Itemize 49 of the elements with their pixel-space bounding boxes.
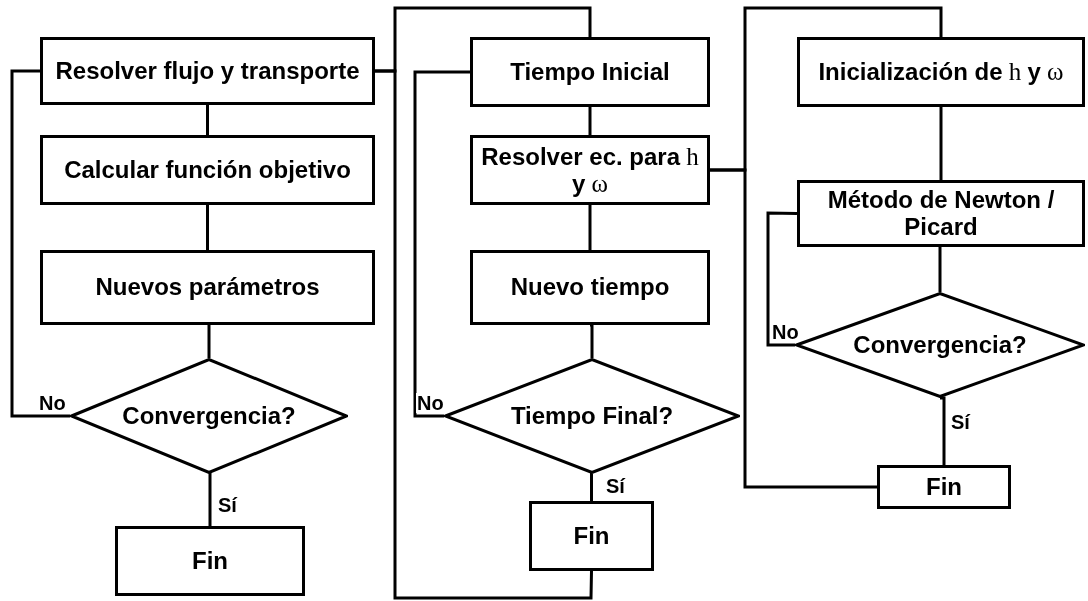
edge-label: Sí — [217, 495, 238, 515]
step-label: Calcular función objetivo — [64, 156, 351, 184]
decision-label: Convergencia? — [853, 331, 1027, 359]
edge-label: No — [771, 322, 800, 342]
end-box — [877, 465, 1011, 509]
connector-line — [590, 472, 594, 501]
connector-line — [206, 323, 211, 358]
step-label: Fin — [926, 473, 962, 501]
connector-line — [940, 396, 946, 465]
step-label: Fin — [192, 547, 228, 575]
decision-diamond — [444, 358, 740, 474]
step-label: Tiempo Inicial — [510, 58, 670, 86]
decision-label: Tiempo Final? — [510, 402, 674, 430]
process-box — [470, 37, 710, 107]
step-label: Resolver ec. para h y ω — [480, 142, 700, 198]
connector-line — [207, 472, 212, 526]
edge-label: No — [416, 393, 445, 413]
connector-line — [589, 323, 594, 358]
connector-line — [588, 105, 592, 135]
step-label: Nuevos parámetros — [95, 274, 320, 301]
edge-label: Sí — [605, 476, 626, 496]
connector-line — [206, 103, 209, 135]
end-box — [529, 501, 654, 571]
connector-line — [766, 211, 798, 347]
step-label: Fin — [573, 522, 610, 550]
process-box — [40, 135, 375, 205]
process-box — [470, 135, 710, 205]
step-label: Inicialización de h y ω — [818, 58, 1064, 86]
process-box — [797, 180, 1085, 247]
edge-label: No — [38, 393, 67, 413]
connector-line — [206, 203, 209, 250]
process-box — [40, 37, 375, 105]
connector-line — [588, 203, 592, 250]
decision-label: Convergencia? — [122, 402, 296, 430]
connector-line — [10, 69, 70, 418]
end-box — [115, 526, 305, 596]
connector-line — [938, 245, 943, 292]
connector-line — [710, 168, 877, 489]
decision-diamond — [70, 358, 348, 474]
step-label: Método de Newton / Picard — [826, 187, 1056, 240]
process-box — [40, 250, 375, 325]
connector-line — [375, 69, 593, 600]
edge-label: Sí — [950, 412, 971, 432]
step-label: Nuevo tiempo — [510, 274, 670, 301]
step-label: Resolver flujo y transporte — [55, 57, 360, 85]
process-box — [797, 37, 1085, 107]
process-box — [470, 250, 710, 325]
connector-line — [413, 70, 470, 418]
connector-line — [939, 105, 943, 180]
